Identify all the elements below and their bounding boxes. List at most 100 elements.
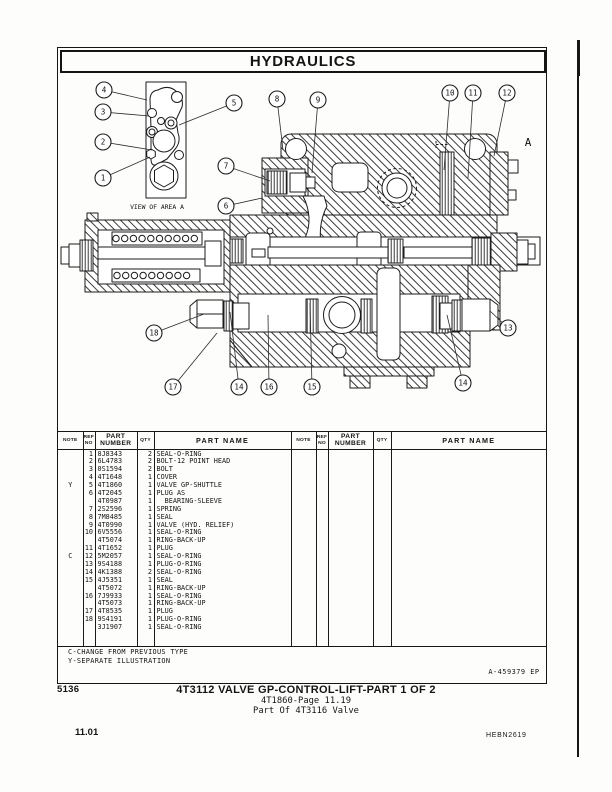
table-center-divider: [291, 432, 292, 646]
column-divider: [137, 432, 138, 646]
cell-qty: 1: [147, 521, 152, 529]
cell-name: SEAL-O-RING: [156, 568, 202, 576]
cell-part: 4T5072: [97, 584, 123, 592]
legend-line: C-CHANGE FROM PREVIOUS TYPE: [68, 648, 189, 656]
cell-qty: 2: [147, 450, 152, 458]
page-frame: [57, 47, 547, 684]
cell-name: COVER: [156, 474, 177, 482]
cell-qty: 2: [147, 568, 152, 576]
cell-note: [58, 593, 84, 601]
cell-name: RING-BACK-UP: [156, 537, 206, 545]
cell-ref: [83, 537, 93, 545]
cell-note: C: [68, 553, 73, 561]
cell-part: 0S1594: [97, 466, 123, 474]
cell-ref: 17: [84, 608, 93, 616]
cell-name: PLUG-O-RING: [156, 560, 202, 568]
cell-ref: 15: [84, 576, 93, 584]
cell-ref: 16: [84, 592, 93, 600]
cell-ref: 18: [84, 616, 93, 624]
col-header-part-name: PART NAME: [196, 435, 249, 445]
cell-name: PLUG AS: [156, 489, 186, 497]
cell-qty: 1: [147, 537, 152, 545]
cell-note: [58, 506, 84, 514]
cell-ref: 12: [84, 553, 93, 561]
page-title: HYDRAULICS: [249, 53, 357, 70]
cell-name: SEAL-O-RING: [156, 592, 202, 600]
cell-qty: 1: [147, 592, 152, 600]
cell-part: 4T1860: [97, 482, 123, 490]
document-code: HEBN2619: [486, 732, 527, 739]
scan-artifact-line: [577, 76, 579, 757]
cell-note: [58, 466, 84, 474]
cell-note: [58, 624, 84, 632]
cell-note: [58, 545, 84, 553]
footer-page-ref: 4T1860-Page 11.19: [260, 696, 352, 706]
cell-ref: 13: [84, 560, 93, 568]
cell-qty: 1: [147, 560, 152, 568]
cell-name: SEAL: [156, 576, 173, 584]
cell-qty: 1: [147, 584, 152, 592]
cell-ref: 4: [88, 474, 93, 482]
column-divider: [391, 432, 392, 646]
cell-qty: 1: [147, 529, 152, 537]
cell-note: [58, 514, 84, 522]
cell-ref: 9: [88, 521, 93, 529]
cell-part: 4T1648: [97, 474, 123, 482]
cell-ref: [83, 600, 93, 608]
cell-part: 9S4191: [97, 616, 123, 624]
column-divider: [154, 432, 155, 646]
notes-legend: C-CHANGE FROM PREVIOUS TYPE Y-SEPARATE I…: [68, 648, 188, 665]
cell-part: 7J9933: [97, 592, 123, 600]
cell-note: [58, 490, 84, 498]
scan-artifact-line: [576, 40, 580, 76]
header-divider: [57, 449, 547, 450]
cell-qty: 1: [147, 608, 152, 616]
cell-note: [58, 561, 84, 569]
drawing-reference: A-459379 EP: [488, 668, 540, 676]
cell-name: RING-BACK-UP: [156, 600, 206, 608]
col-header-note: NOTE: [63, 437, 78, 443]
cell-part: 9S4188: [97, 560, 123, 568]
col-header-note: NOTE: [296, 437, 311, 443]
table-row: 16 7J9933 1 SEAL-O-RING: [58, 593, 547, 601]
cell-qty: 2: [147, 466, 152, 474]
cell-ref: 3: [88, 466, 93, 474]
cell-part: 8J8343: [97, 450, 123, 458]
form-number: 5136: [57, 683, 80, 695]
cell-name: BOLT-12 POINT HEAD: [156, 458, 231, 466]
table-row: 13 9S4188 1 PLUG-O-RING: [58, 561, 547, 569]
cell-ref: 11: [84, 545, 93, 553]
section-title-box: HYDRAULICS: [60, 50, 546, 73]
column-divider: [373, 432, 374, 646]
cell-name: PLUG-O-RING: [156, 616, 202, 624]
cell-part: 5M2057: [97, 553, 123, 561]
revision-number: 11.01: [75, 727, 99, 738]
cell-name: BEARING-SLEEVE: [156, 497, 222, 505]
cell-qty: 1: [147, 497, 152, 505]
cell-part: 4T2045: [97, 489, 123, 497]
cell-part: 4T5073: [97, 600, 123, 608]
cell-ref: 14: [84, 568, 93, 576]
col-header-qty: QTY: [376, 437, 388, 443]
cell-qty: 1: [147, 545, 152, 553]
cell-name: SEAL: [156, 513, 173, 521]
cell-qty: 1: [147, 482, 152, 490]
cell-note: [58, 522, 84, 530]
cell-note: [58, 498, 84, 506]
cell-ref: 1: [88, 450, 93, 458]
cell-name: SEAL-O-RING: [156, 553, 202, 561]
cell-part: 4T5074: [97, 537, 123, 545]
column-divider: [316, 432, 317, 646]
cell-name: SEAL-O-RING: [156, 624, 202, 632]
